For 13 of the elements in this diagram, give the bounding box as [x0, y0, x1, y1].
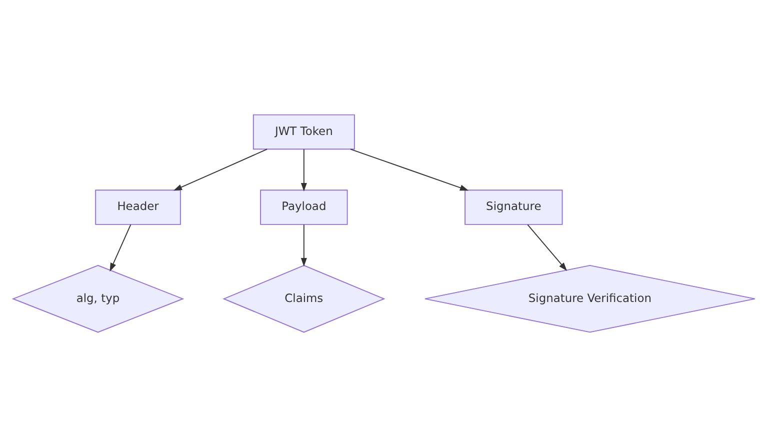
arrow — [527, 224, 568, 271]
node-box: Signature — [464, 190, 563, 225]
node-box: JWT Token — [252, 114, 355, 150]
arrow — [300, 224, 307, 267]
node-box: Header — [95, 190, 181, 225]
arrow — [173, 148, 268, 191]
node-diamond: Signature Verification — [424, 264, 756, 333]
arrow — [300, 148, 307, 192]
node-box: Payload — [260, 190, 348, 225]
arrow — [110, 224, 132, 272]
arrow — [350, 148, 469, 191]
node-diamond: alg, typ — [12, 264, 184, 333]
node-diamond: Claims — [222, 264, 386, 333]
